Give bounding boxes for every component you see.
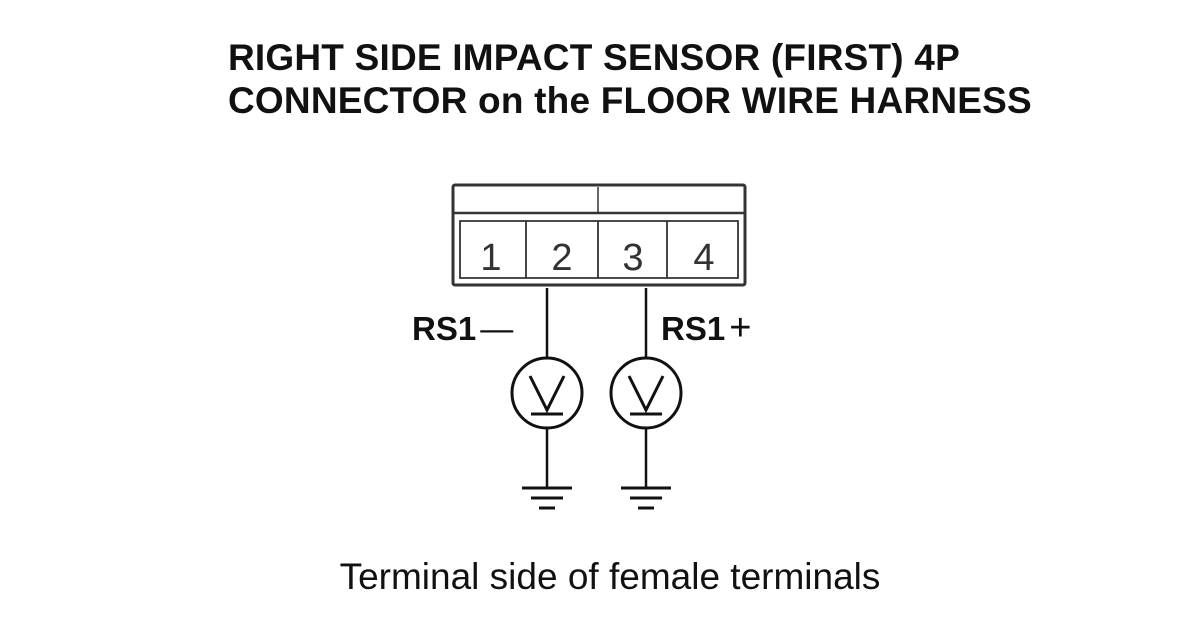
- pin-3-label: 3: [622, 237, 643, 279]
- diagram-title: RIGHT SIDE IMPACT SENSOR (FIRST) 4P CONN…: [228, 36, 1032, 122]
- probe-label-negative: RS1—: [412, 310, 513, 347]
- pin-1-label: 1: [480, 237, 501, 279]
- ground-icon: [621, 486, 671, 510]
- voltmeter-icon: [510, 356, 584, 430]
- connector-housing: [451, 183, 747, 287]
- positive-sign: +: [729, 307, 751, 349]
- pin-2-label: 2: [551, 237, 572, 279]
- probe-label-negative-name: RS1: [412, 310, 476, 347]
- ground-icon: [522, 486, 572, 510]
- diagram-caption: Terminal side of female terminals: [339, 556, 881, 597]
- title-line-2: CONNECTOR on the FLOOR WIRE HARNESS: [228, 80, 1032, 121]
- probe-label-positive: RS1+: [661, 307, 751, 349]
- pin-4-label: 4: [693, 237, 714, 279]
- probe-label-positive-name: RS1: [661, 310, 725, 347]
- title-line-1: RIGHT SIDE IMPACT SENSOR (FIRST) 4P: [228, 37, 960, 78]
- voltmeter-icon: [609, 356, 683, 430]
- negative-sign: —: [480, 310, 513, 347]
